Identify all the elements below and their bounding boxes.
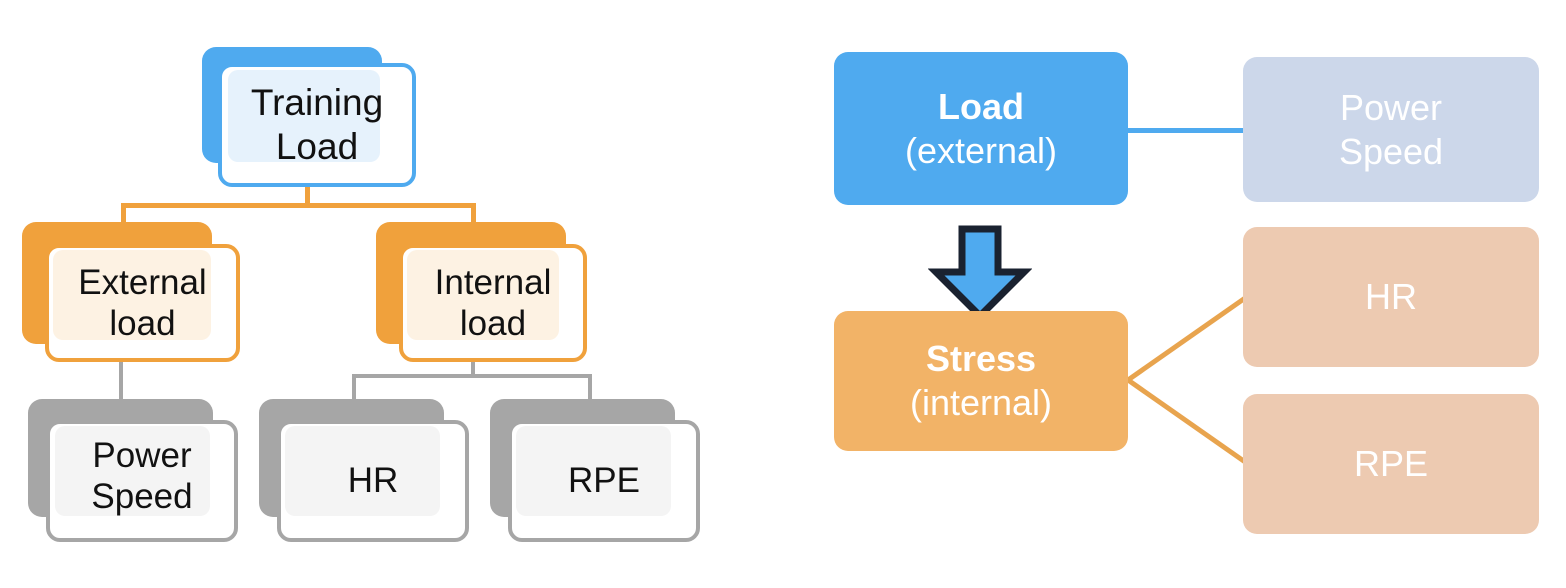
rpe-output-line1: RPE bbox=[1353, 443, 1429, 485]
left-diagram: Training Load External load Internal loa… bbox=[0, 0, 780, 588]
connector-to-external-load bbox=[121, 203, 126, 226]
connector-trainingload-bus bbox=[121, 203, 476, 208]
load-external-line2: (external) bbox=[904, 129, 1058, 171]
connector-stress-to-hr bbox=[1126, 293, 1250, 383]
connector-to-rpe bbox=[588, 374, 592, 403]
connector-stress-to-rpe bbox=[1126, 377, 1250, 467]
node-load-external[interactable]: Load (external) bbox=[834, 52, 1128, 205]
load-external-line1: Load bbox=[938, 85, 1024, 127]
stress-internal-line2: (internal) bbox=[909, 382, 1053, 423]
connector-external-to-powerspeed bbox=[119, 360, 123, 403]
connector-trainingload-stem bbox=[305, 186, 310, 207]
internal-load-fill bbox=[407, 250, 559, 340]
connector-to-hr bbox=[352, 374, 356, 403]
node-rpe-output[interactable]: RPE bbox=[1243, 394, 1539, 534]
connector-stress-fork bbox=[1126, 293, 1250, 467]
power-speed-fill bbox=[55, 426, 210, 516]
down-arrow-icon bbox=[928, 225, 1032, 320]
rpe-fill bbox=[516, 426, 671, 516]
node-hr-output[interactable]: HR bbox=[1243, 227, 1539, 367]
connector-internal-bus bbox=[352, 374, 592, 378]
hr-output-line1: HR bbox=[1365, 276, 1417, 318]
external-load-fill bbox=[53, 250, 211, 340]
node-power-speed-output[interactable]: Power Speed bbox=[1243, 57, 1539, 202]
node-stress-internal[interactable]: Stress (internal) bbox=[834, 311, 1128, 451]
power-speed-output-line1: Power bbox=[1339, 86, 1443, 128]
connector-internal-stem bbox=[471, 360, 475, 377]
power-speed-output-line2: Speed bbox=[1338, 130, 1444, 172]
connector-to-internal-load bbox=[471, 203, 476, 226]
training-load-fill bbox=[228, 70, 380, 162]
stress-internal-line1: Stress bbox=[925, 338, 1037, 380]
connector-load-to-powerspeed bbox=[1126, 128, 1246, 133]
hr-fill bbox=[285, 426, 440, 516]
